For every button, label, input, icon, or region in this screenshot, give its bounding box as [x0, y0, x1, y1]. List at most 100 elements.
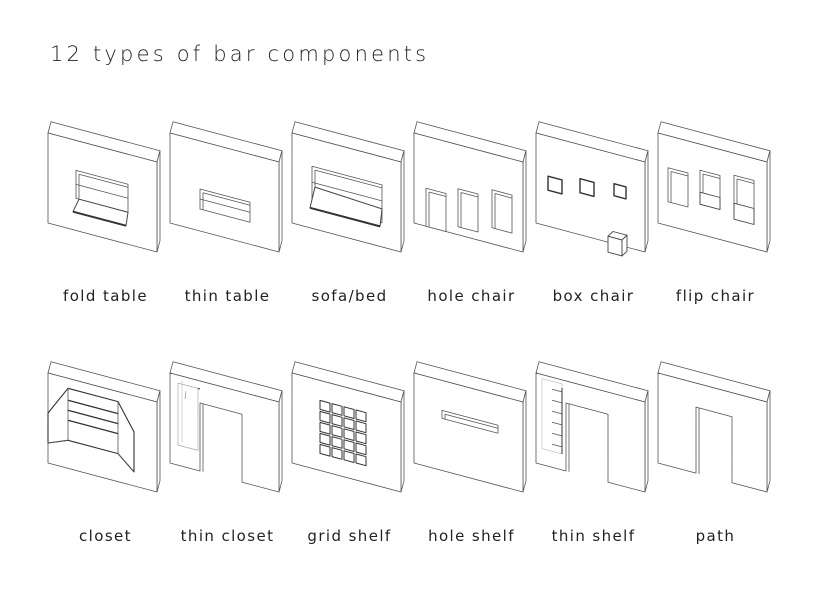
component-drawing: [535, 361, 649, 493]
chair-hole: [491, 189, 513, 234]
edge-line: [460, 192, 479, 198]
component-label: thin closet: [180, 527, 275, 545]
grid-cell: [319, 421, 331, 435]
grid-cell: [343, 439, 355, 452]
grid-cell: [319, 432, 331, 446]
box-chair-side: [621, 234, 628, 257]
component-drawing: [535, 121, 649, 257]
wall-side: [156, 390, 161, 493]
wall-front: [169, 372, 280, 493]
component-drawing: [413, 361, 527, 493]
wall-side: [400, 390, 405, 493]
component-label: thin shelf: [551, 527, 636, 545]
component-label: path: [695, 527, 736, 545]
thin-closet: [177, 382, 199, 451]
edge-line: [67, 409, 119, 425]
wall-front: [413, 372, 524, 493]
component-box-chair: box chair: [535, 121, 658, 321]
component-hole-shelf: hole shelf: [413, 361, 536, 561]
component-label: thin table: [184, 287, 271, 305]
component-thin-table: thin table: [169, 121, 292, 321]
component-grid-shelf: grid shelf: [291, 361, 414, 561]
wall-front: [169, 132, 280, 253]
grid-cell: [343, 428, 355, 441]
box-slot: [547, 175, 563, 195]
edge-line: [75, 184, 129, 199]
edge-line: [314, 169, 383, 189]
grid-cell: [331, 436, 343, 449]
component-path: path: [657, 361, 780, 561]
component-label: grid shelf: [307, 527, 392, 545]
edge-line: [736, 178, 755, 184]
edge-line: [551, 410, 563, 415]
flip-seat: [699, 191, 721, 210]
component-flip-chair: flip chair: [657, 121, 780, 321]
edge-line: [199, 198, 251, 213]
wall-front: [535, 372, 646, 493]
component-label: hole chair: [427, 287, 516, 305]
wall-side: [156, 150, 161, 253]
component-label: fold table: [63, 287, 148, 305]
hole-shelf-slot: [441, 410, 499, 434]
edge-line: [78, 173, 129, 188]
wall-side: [400, 150, 405, 253]
chair-hole: [457, 188, 479, 233]
grid-cell: [319, 443, 331, 457]
grid-cell: [355, 420, 367, 434]
component-thin-closet: thin closet: [169, 361, 292, 561]
wall-side: [766, 150, 771, 253]
grid-cell: [355, 431, 367, 445]
component-thin-shelf: thin shelf: [535, 361, 658, 561]
component-drawing: [169, 361, 283, 493]
edge-line: [428, 191, 447, 197]
edge-line: [309, 206, 381, 228]
edge-line: [670, 171, 689, 177]
box-slot: [579, 178, 595, 198]
component-drawing: [47, 121, 161, 253]
component-drawing: [291, 121, 405, 253]
wall-side: [522, 150, 527, 253]
edge-line: [702, 173, 721, 179]
diagram-title: 12 types of bar components: [50, 42, 430, 66]
component-fold-table: fold table: [47, 121, 170, 321]
wall-side: [644, 390, 649, 493]
component-drawing: [47, 361, 161, 493]
edge-line: [444, 413, 499, 429]
grid-cell: [319, 399, 331, 413]
component-label: flip chair: [675, 287, 756, 305]
box-slot: [613, 183, 627, 200]
edge-line: [311, 181, 383, 202]
grid-cell: [331, 425, 343, 438]
grid-cell: [343, 406, 355, 419]
grid-cell: [343, 417, 355, 430]
component-drawing: [169, 121, 283, 253]
grid-cell: [331, 414, 343, 427]
component-drawing: [291, 361, 405, 493]
grid-cell: [355, 453, 367, 467]
grid-cell: [343, 450, 355, 463]
grid-cell: [355, 409, 367, 423]
edge-line: [551, 443, 563, 448]
grid-cell: [331, 447, 343, 460]
component-drawing: [657, 361, 771, 493]
edge-line: [202, 192, 251, 206]
component-label: box chair: [552, 287, 635, 305]
grid-cell: [319, 410, 331, 424]
edge-line: [551, 421, 563, 426]
component-label: closet: [79, 527, 132, 545]
wall-front: [657, 372, 768, 493]
flip-hole: [667, 167, 689, 208]
edge-line: [184, 391, 187, 400]
edge-line: [72, 210, 127, 227]
wall-side: [278, 390, 283, 493]
wall-side: [644, 150, 649, 253]
flip-seat: [733, 202, 755, 225]
component-hole-chair: hole chair: [413, 121, 536, 321]
component-closet: closet: [47, 361, 170, 561]
chair-hole: [425, 187, 447, 232]
edge-line: [551, 388, 563, 393]
wall-side: [278, 150, 283, 253]
component-sofa-bed: sofa/bed: [291, 121, 414, 321]
edge-line: [47, 439, 69, 444]
grid-cell: [355, 442, 367, 456]
